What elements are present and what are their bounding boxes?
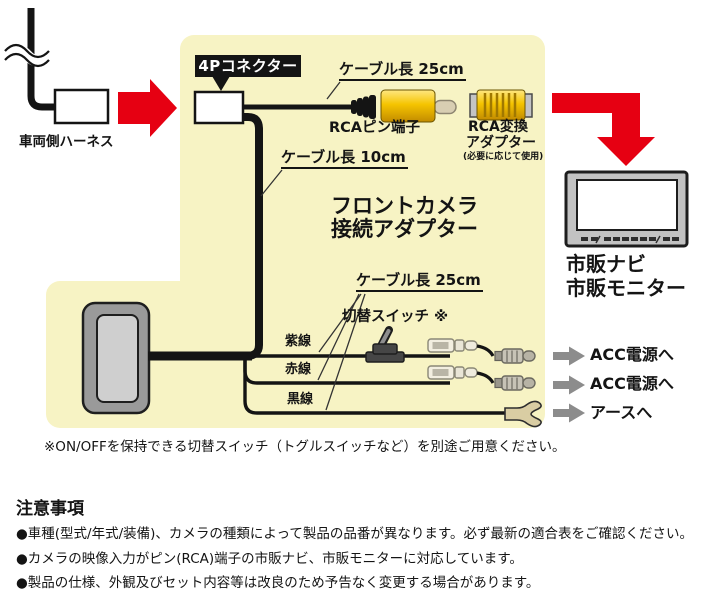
vehicle-harness-box <box>53 88 110 125</box>
cable-break-icon <box>4 52 50 68</box>
gray-arrow-icon <box>553 403 585 423</box>
red-arrow-elbow-icon <box>552 93 655 166</box>
monitor-caption: 市販ナビ 市販モニター <box>566 252 686 300</box>
red-arrow-right-icon <box>118 79 177 137</box>
rca-adapter-label: RCA変換 <box>468 119 528 135</box>
toggle-switch-icon <box>365 326 405 363</box>
rca-adapter-note: (必要に応じて使用) <box>463 152 544 162</box>
edge-connector-icon <box>494 348 536 364</box>
rca-pin-connector-icon <box>351 89 457 123</box>
cable-length-bottom-label: ケーブル長 25cm <box>356 271 483 293</box>
gray-arrow-icon <box>553 346 585 366</box>
dest-acc-label: ACC電源へ <box>590 345 674 364</box>
connector-4p-box <box>193 90 245 125</box>
notice-item: ●製品の仕様、外観及びセット内容等は改良のため予告なく変更する場合があります。 <box>16 575 540 591</box>
switch-note: ※ON/OFFを保持できる切替スイッチ（トグルスイッチなど）を別途ご用意ください… <box>44 439 566 455</box>
vehicle-harness-label: 車両側ハーネス <box>19 134 114 150</box>
gray-arrow-icon <box>553 375 585 395</box>
dest-ground-label: アースへ <box>590 403 653 422</box>
callout-pointer-icon <box>212 76 230 91</box>
wire-purple-label: 紫線 <box>285 334 312 349</box>
wire-red-label: 赤線 <box>285 362 312 377</box>
cable-break-gap <box>0 43 54 67</box>
cable-length-top-label: ケーブル長 25cm <box>339 60 466 82</box>
notice-item: ●車種(型式/年式/装備)、カメラの種類によって製品の品番が異なります。必ず最新… <box>16 526 693 542</box>
vehicle-cable <box>0 8 56 111</box>
product-title: フロントカメラ 接続アダプター <box>331 194 478 241</box>
toggle-switch-label: 切替スイッチ ※ <box>342 309 449 325</box>
wire-black-label: 黒線 <box>287 392 314 407</box>
diagram-canvas <box>0 8 689 428</box>
wire-black-line <box>243 358 507 415</box>
leader-lines <box>260 81 366 411</box>
cable-break-icon <box>4 43 50 59</box>
cable-length-mid-label: ケーブル長 10cm <box>281 148 408 170</box>
notices-heading: 注意事項 <box>16 499 84 519</box>
bullet-connector-icon <box>427 338 536 364</box>
rca-adapter-label: アダプター <box>466 135 536 151</box>
rca-adapter-icon <box>469 89 533 121</box>
ground-terminal-icon <box>504 400 542 428</box>
notice-item: ●カメラの映像入力がピン(RCA)端子の市販ナビ、市販モニターに対応しています。 <box>16 551 523 567</box>
monitor-icon <box>564 170 689 248</box>
camera-unit-icon <box>81 301 151 415</box>
rca-pin-label: RCAピン端子 <box>329 120 421 136</box>
dest-acc-label: ACC電源へ <box>590 374 674 393</box>
connector-4p-callout: 4Pコネクター <box>195 55 301 77</box>
